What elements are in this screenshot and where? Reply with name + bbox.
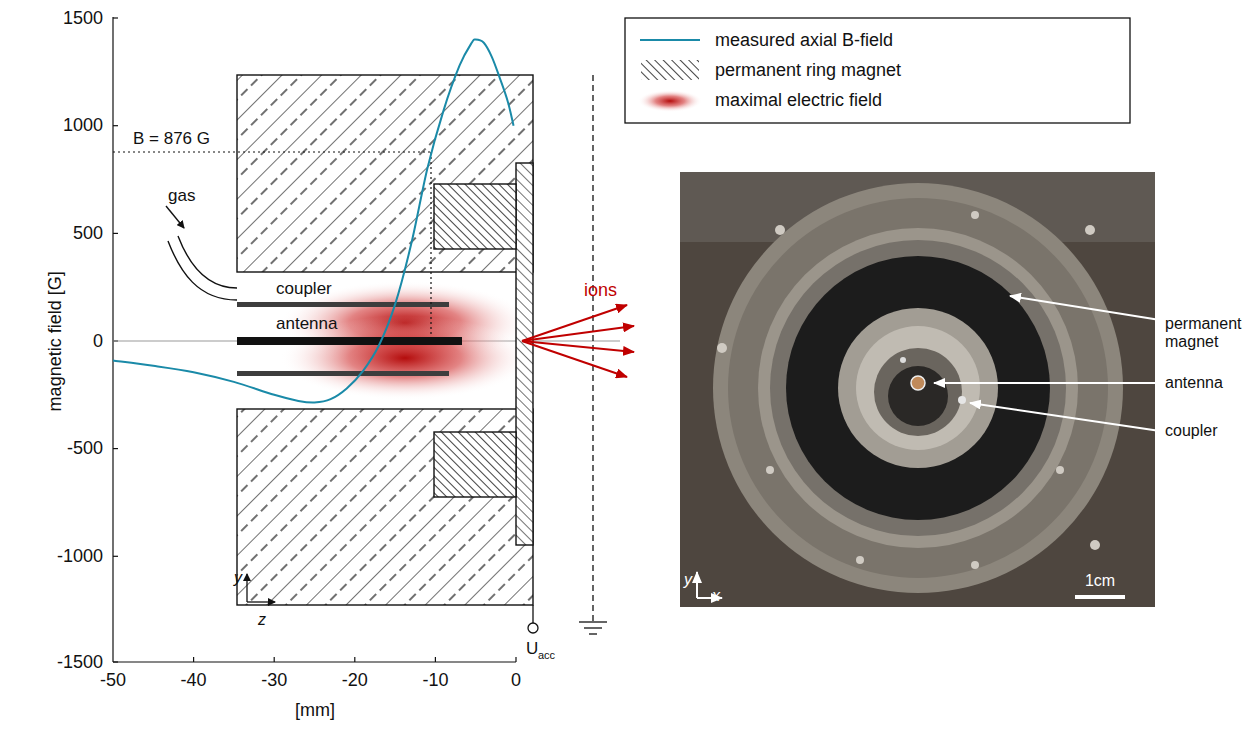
scale-bar [1075, 595, 1125, 599]
scale-label: 1cm [1085, 572, 1115, 590]
legend-line-sample [640, 39, 700, 41]
axis-tick-label: 500 [73, 223, 103, 244]
annotation: B = 876 G [133, 129, 210, 149]
axis-letter: y [684, 571, 692, 589]
axis-letter: x [712, 587, 720, 605]
axis-tick-label: 1000 [63, 115, 103, 136]
photo-label: coupler [1165, 422, 1217, 440]
axis-tick-label: -1500 [57, 652, 103, 673]
axis-tick-label: -50 [100, 670, 126, 691]
part-label: antenna [276, 314, 337, 334]
axis-letter: y [234, 569, 242, 587]
ring-magnet [434, 184, 516, 249]
accel-terminal [528, 605, 538, 633]
antenna-bar [237, 337, 462, 345]
axis-title: [mm] [295, 700, 335, 721]
axis-tick-label: -40 [181, 670, 207, 691]
legend-text: permanent ring magnet [715, 60, 901, 81]
guide-line [113, 152, 431, 338]
axis-title: magnetic field [G] [45, 271, 66, 411]
bfield-curve [113, 39, 514, 402]
axis-letter: z [258, 611, 266, 629]
ion-arrows [522, 305, 634, 377]
part-label: gas [168, 186, 195, 206]
axis-tick-label: 0 [511, 670, 521, 691]
photo [680, 172, 1155, 607]
extraction-plate [516, 163, 533, 545]
voltage-label: U [526, 639, 538, 659]
part-label: coupler [276, 279, 332, 299]
photo-label: permanent magnet [1165, 315, 1245, 352]
axis-tick-label: 1500 [63, 8, 103, 29]
axis-tick-label: -1000 [57, 546, 103, 567]
axis-tick-label: 0 [93, 331, 103, 352]
photo-arrows [697, 296, 1160, 598]
gas-inlet [166, 206, 237, 300]
coordinate-arrows [247, 574, 275, 602]
source-body [237, 409, 533, 605]
source-body [237, 75, 533, 272]
legend-field-sample [638, 90, 702, 112]
legend-box [625, 18, 1130, 123]
ring-magnet [434, 432, 516, 497]
axis-tick-label: -10 [422, 670, 448, 691]
axis-tick-label: -500 [67, 438, 103, 459]
legend-text: measured axial B-field [715, 30, 893, 51]
axis-tick-label: -30 [261, 670, 287, 691]
voltage-subscript: acc [538, 649, 555, 662]
photo-label: antenna [1165, 374, 1223, 392]
part-label: ions [584, 280, 617, 301]
coupler-bar [237, 302, 449, 307]
axis-tick-label: -20 [342, 670, 368, 691]
legend-hatch-sample [641, 60, 699, 80]
coupler-bar [237, 371, 449, 376]
ground-symbol [579, 75, 607, 634]
legend-text: maximal electric field [715, 90, 882, 111]
